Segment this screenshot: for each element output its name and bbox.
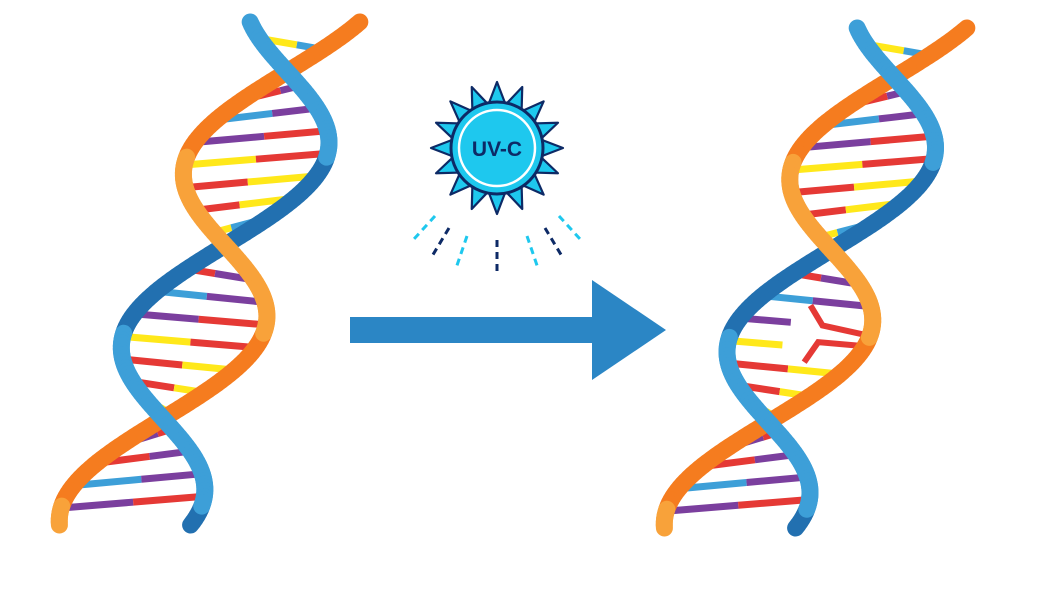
arrow-head (592, 280, 666, 380)
base-pair (223, 109, 273, 123)
blue-strand (787, 516, 807, 537)
damaged-bond (807, 303, 868, 339)
blue-strand (924, 150, 943, 171)
base-pair (185, 155, 257, 169)
sun-disc (449, 100, 545, 196)
uv-ray (543, 227, 564, 258)
uv-rays (410, 214, 584, 274)
base-pair (255, 149, 327, 163)
blue-strand (182, 513, 202, 534)
base-pair (683, 479, 747, 492)
base-pair (870, 132, 936, 146)
uv-c-sun-icon: UV-C (410, 80, 584, 274)
blue-strand (193, 494, 212, 515)
intact-dna-helix (50, 13, 369, 534)
base-pairs (668, 41, 938, 515)
uv-ray (430, 227, 451, 258)
sun-inner-ring (457, 108, 537, 188)
strand-front (655, 19, 945, 537)
uv-ray (557, 214, 584, 243)
base-pair (853, 177, 919, 191)
base-pair (124, 355, 183, 369)
base-pair (183, 178, 249, 192)
uv-c-label: UV-C (472, 138, 522, 161)
base-pair (263, 127, 329, 140)
orange-strand (860, 325, 879, 346)
base-pair (830, 115, 880, 129)
uv-ray (454, 235, 469, 269)
base-pair (132, 492, 204, 506)
blue-strand (318, 145, 337, 166)
strand-front (50, 13, 338, 534)
blue-strand (798, 497, 817, 518)
base-pair (790, 183, 855, 197)
base-pair (805, 138, 871, 151)
uv-ray (410, 214, 437, 243)
base-pair (247, 172, 312, 186)
base-pair (812, 297, 870, 310)
base-pairs (63, 35, 331, 512)
right-arrow-icon (350, 280, 666, 380)
damaged-bond (801, 339, 862, 364)
base-pair (199, 132, 265, 146)
base-pair (141, 470, 205, 483)
base-pair (206, 292, 264, 306)
damaged-dna-helix (655, 19, 976, 537)
base-pair (729, 359, 789, 373)
base-pair (792, 160, 863, 174)
arrow-shaft (350, 317, 596, 343)
orange-strand (255, 321, 274, 342)
base-pair (198, 315, 268, 329)
base-pair (746, 473, 810, 487)
uv-ray (525, 235, 540, 269)
base-pair (121, 332, 191, 346)
base-pair (737, 496, 809, 509)
base-pair (78, 475, 142, 489)
base-pair (862, 155, 933, 168)
base-pair (63, 498, 134, 512)
base-pair (668, 501, 739, 515)
